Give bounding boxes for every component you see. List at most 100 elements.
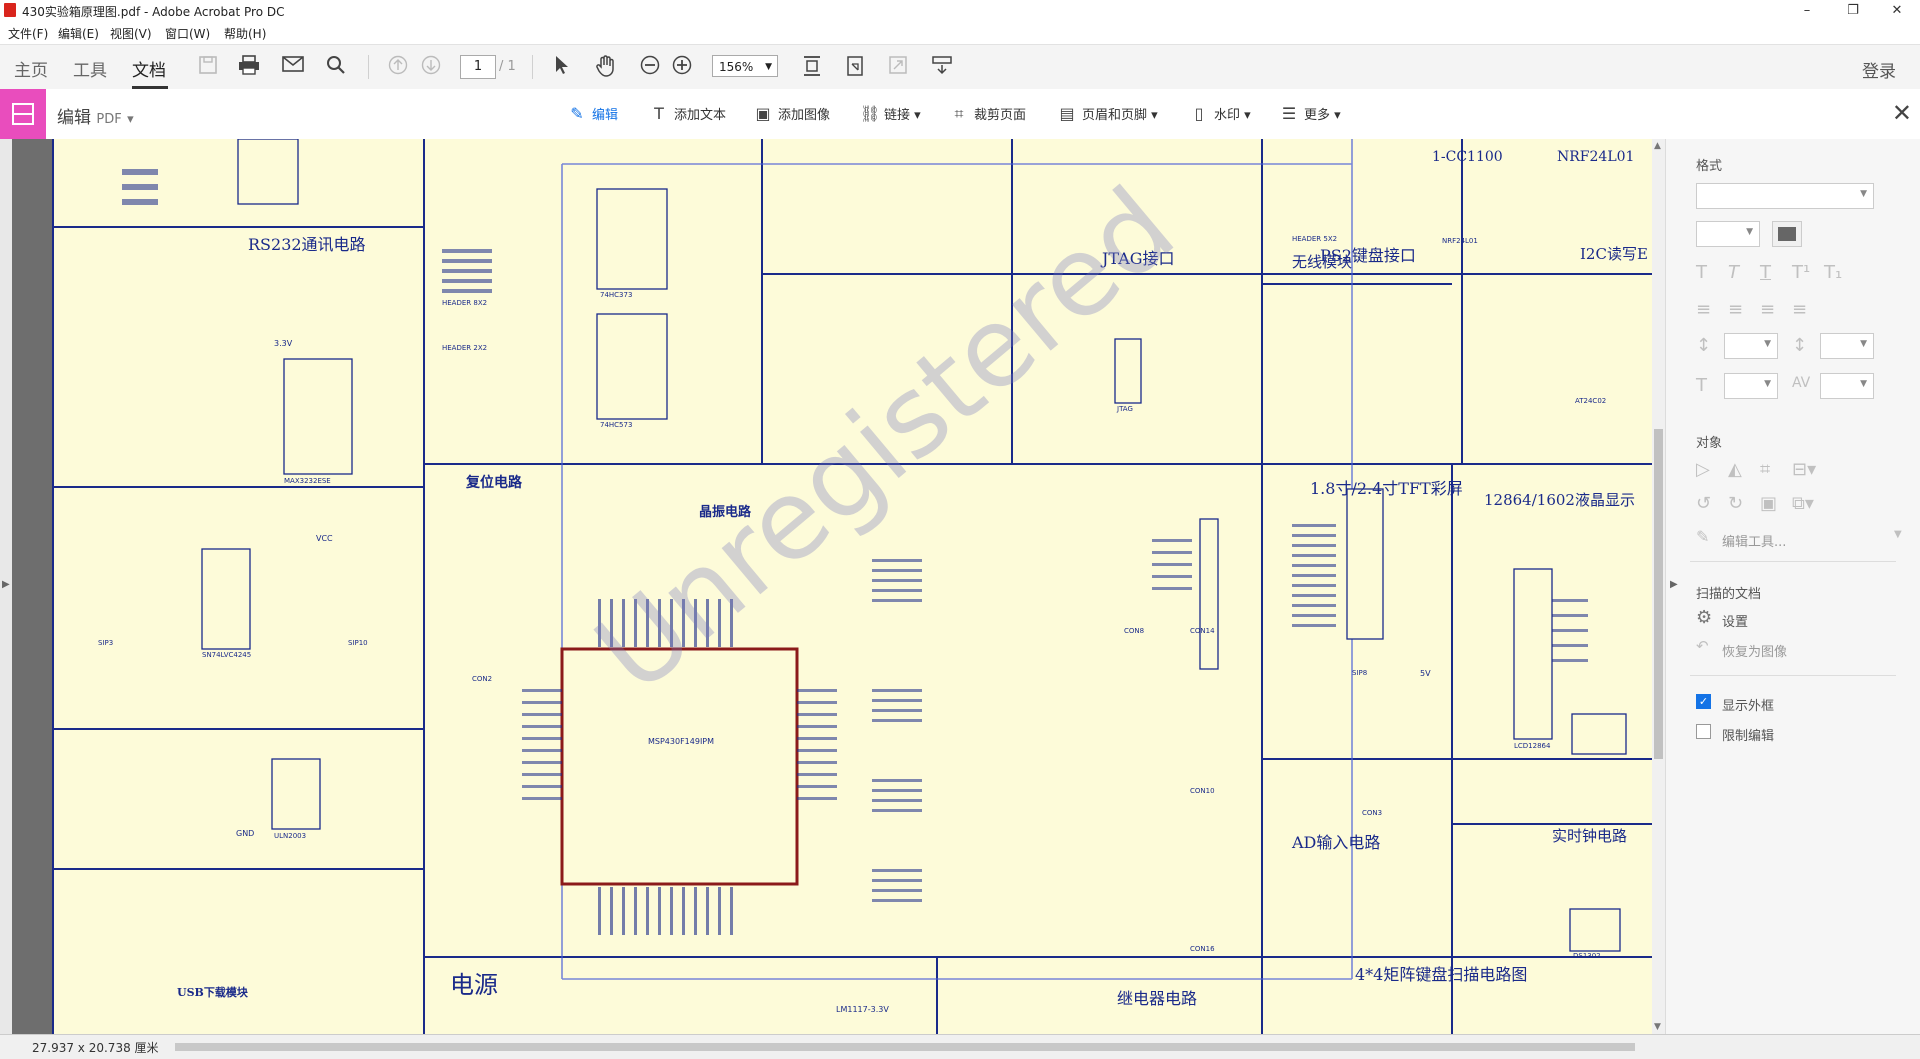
schematic-title: 晶振电路 bbox=[699, 505, 752, 520]
menu-window[interactable]: 窗口(W) bbox=[165, 27, 211, 41]
edit-pdf-dropdown[interactable]: 编辑 PDF ▾ bbox=[57, 103, 134, 128]
active-tab-indicator bbox=[132, 86, 168, 89]
crop-object-icon[interactable]: ⌗ bbox=[1760, 459, 1771, 480]
italic-icon[interactable]: T bbox=[1728, 262, 1739, 283]
chevron-down-icon[interactable]: ▼ bbox=[1894, 529, 1902, 540]
restrict-edit-checkbox[interactable] bbox=[1696, 724, 1711, 739]
restore-button[interactable]: ❐ bbox=[1847, 3, 1859, 18]
fullscreen-icon[interactable] bbox=[886, 55, 910, 79]
paragraph-spacing-select[interactable]: ▼ bbox=[1820, 333, 1874, 359]
font-family-select[interactable]: ▼ bbox=[1696, 183, 1874, 209]
chip-label: HEADER 8X2 bbox=[442, 299, 488, 307]
pdf-file-icon bbox=[4, 3, 16, 17]
edit-pdf-icon[interactable] bbox=[0, 89, 46, 139]
restore-icon: ↶ bbox=[1696, 637, 1709, 655]
char-spacing-icon[interactable]: AV bbox=[1792, 375, 1811, 391]
scroll-down-icon[interactable]: ▼ bbox=[1654, 1022, 1661, 1032]
zoom-out-icon[interactable] bbox=[638, 55, 662, 79]
tab-home[interactable]: 主页 bbox=[14, 61, 48, 81]
minimize-button[interactable]: – bbox=[1803, 3, 1811, 18]
tool-edit[interactable]: ✎编辑 bbox=[568, 104, 618, 123]
edit-tools-link[interactable]: 编辑工具... bbox=[1722, 535, 1787, 550]
schematic-title: AD输入电路 bbox=[1292, 833, 1381, 852]
horizontal-scale-icon[interactable]: T bbox=[1696, 375, 1707, 396]
menu-file[interactable]: 文件(F) bbox=[8, 27, 49, 41]
subscript-icon[interactable]: T₁ bbox=[1824, 262, 1843, 283]
main-toolbar: 主页 工具 文档 1 / 1 156% ▼ bbox=[0, 44, 1920, 90]
underline-icon[interactable]: T bbox=[1760, 262, 1771, 283]
line-spacing-select[interactable]: ▼ bbox=[1724, 333, 1778, 359]
horizontal-scale-select[interactable]: ▼ bbox=[1724, 373, 1778, 399]
schematic-page[interactable]: RS232通讯电路 复位电路 晶振电路 JTAG接口 PS2键盘接口 I2C读写… bbox=[52, 139, 1652, 1034]
arrow-icon[interactable]: ▷ bbox=[1696, 459, 1710, 480]
group-icon[interactable]: ⧉▾ bbox=[1792, 493, 1814, 514]
tool-more[interactable]: ☰更多 ▾ bbox=[1281, 104, 1341, 123]
menu-help[interactable]: 帮助(H) bbox=[224, 27, 267, 41]
settings-button[interactable]: 设置 bbox=[1722, 615, 1749, 630]
chevron-right-icon[interactable]: ▶ bbox=[1670, 579, 1678, 590]
zoom-select[interactable]: 156% ▼ bbox=[712, 55, 778, 77]
text-style-icon[interactable]: T bbox=[1696, 262, 1707, 283]
status-bar: 27.937 x 20.738 厘米 bbox=[0, 1034, 1920, 1059]
align-justify-icon[interactable]: ≡ bbox=[1792, 299, 1808, 320]
rotate-left-icon[interactable]: ↺ bbox=[1696, 493, 1712, 514]
show-bbox-checkbox[interactable]: ✓ bbox=[1696, 694, 1711, 709]
rotate-right-icon[interactable]: ↻ bbox=[1728, 493, 1744, 514]
gear-icon: ⚙ bbox=[1696, 607, 1713, 628]
align-left-icon[interactable]: ≡ bbox=[1696, 299, 1712, 320]
tool-watermark[interactable]: ▯水印 ▾ bbox=[1190, 104, 1251, 123]
scroll-up-icon[interactable]: ▲ bbox=[1654, 141, 1661, 151]
fit-page-icon[interactable] bbox=[800, 55, 824, 79]
select-cursor-icon[interactable] bbox=[550, 55, 574, 79]
zoom-in-icon[interactable] bbox=[670, 55, 694, 79]
close-window-button[interactable]: ✕ bbox=[1891, 3, 1903, 18]
superscript-icon[interactable]: T¹ bbox=[1792, 262, 1811, 283]
color-picker[interactable] bbox=[1772, 221, 1802, 247]
scroll-mode-icon[interactable] bbox=[930, 55, 954, 79]
char-spacing-select[interactable]: ▼ bbox=[1820, 373, 1874, 399]
login-link[interactable]: 登录 bbox=[1862, 62, 1896, 82]
chip-label: HEADER 2X2 bbox=[442, 344, 488, 352]
schematic-title: USB下载模块 bbox=[177, 986, 248, 999]
paragraph-spacing-icon[interactable]: ↕ bbox=[1792, 335, 1808, 356]
align-center-icon[interactable]: ≡ bbox=[1728, 299, 1744, 320]
menu-edit[interactable]: 编辑(E) bbox=[58, 27, 99, 41]
chip-label: CON14 bbox=[1190, 627, 1215, 635]
mail-icon[interactable] bbox=[281, 55, 305, 79]
tool-add-image[interactable]: ▣添加图像 bbox=[755, 104, 831, 123]
search-icon[interactable] bbox=[324, 55, 348, 79]
tab-tools[interactable]: 工具 bbox=[73, 61, 107, 81]
scroll-thumb[interactable] bbox=[1654, 429, 1663, 759]
print-icon[interactable] bbox=[237, 55, 261, 79]
close-edit-icon[interactable]: ✕ bbox=[1891, 99, 1912, 127]
arrange-icon[interactable]: ⊟▾ bbox=[1792, 459, 1817, 480]
next-page-icon[interactable] bbox=[419, 55, 443, 79]
tool-header-footer[interactable]: ▤页眉和页脚 ▾ bbox=[1059, 104, 1158, 123]
rotate-page-icon[interactable] bbox=[843, 55, 867, 79]
hand-tool-icon[interactable] bbox=[594, 55, 618, 79]
chip-label: CON8 bbox=[1124, 627, 1145, 635]
horizontal-scrollbar[interactable] bbox=[175, 1043, 1635, 1051]
power-label: GND bbox=[236, 829, 255, 838]
vertical-scrollbar[interactable]: ▲ ▼ bbox=[1652, 139, 1665, 1034]
chip-label: 74HC573 bbox=[600, 421, 633, 429]
chip-label: NRF24L01 bbox=[1442, 237, 1478, 245]
pencil-icon: ✎ bbox=[1696, 527, 1710, 546]
align-right-icon[interactable]: ≡ bbox=[1760, 299, 1776, 320]
restore-to-image-button[interactable]: 恢复为图像 bbox=[1722, 645, 1788, 660]
tool-crop-page[interactable]: ⌗裁剪页面 bbox=[950, 104, 1026, 124]
left-panel-toggle[interactable]: ▶ bbox=[0, 139, 12, 1034]
crop-icon: ⌗ bbox=[954, 104, 964, 123]
menu-view[interactable]: 视图(V) bbox=[110, 27, 152, 41]
tool-link[interactable]: ⛓链接 ▾ bbox=[860, 104, 921, 123]
tab-document[interactable]: 文档 bbox=[132, 61, 166, 81]
font-size-select[interactable]: ▼ bbox=[1696, 221, 1760, 247]
schematic-title: 实时钟电路 bbox=[1552, 827, 1628, 845]
page-number-input[interactable]: 1 bbox=[460, 55, 496, 79]
replace-image-icon[interactable]: ▣ bbox=[1760, 493, 1778, 514]
flip-icon[interactable]: ◭ bbox=[1728, 459, 1742, 480]
prev-page-icon[interactable] bbox=[386, 55, 410, 79]
line-spacing-icon[interactable]: ↕ bbox=[1696, 335, 1712, 356]
save-icon[interactable] bbox=[196, 55, 220, 79]
